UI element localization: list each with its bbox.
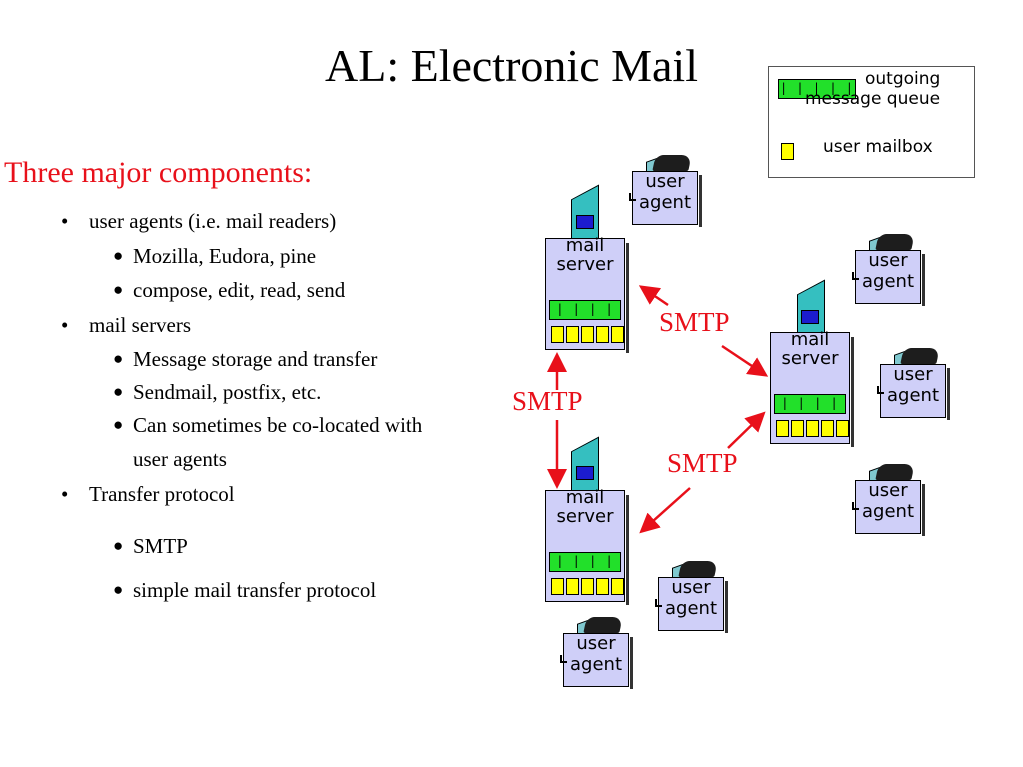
server-tower-slot-right (801, 310, 819, 324)
section-heading: Three major components: (4, 156, 313, 189)
user-mailboxes (551, 326, 627, 344)
bullet-smtp: ●SMTP (113, 534, 188, 558)
arrow-right-to-bottom-up (727, 411, 766, 449)
server-tower-slot-top (576, 215, 594, 229)
arrow-top-to-right-head (638, 285, 669, 307)
diagram-legend: | | | | | | | outgoing message queue use… (768, 66, 975, 178)
legend-mailbox-label: user mailbox (823, 137, 933, 157)
slide-title: AL: Electronic Mail (325, 40, 698, 91)
outgoing-queue: | | | | | | | (549, 300, 621, 320)
bullet-message-storage: ●Message storage and transfer (113, 347, 378, 371)
arrow-top-to-right-tail (721, 344, 769, 377)
outgoing-queue: | | | | | | | (774, 394, 846, 414)
bullet-simple-mail: ●simple mail transfer protocol (113, 578, 377, 602)
user-mailboxes (551, 578, 627, 596)
user-mailboxes (776, 420, 852, 438)
bullet-mozilla: ●Mozilla, Eudora, pine (113, 244, 317, 268)
legend-queue-label-2: message queue (805, 89, 941, 109)
bullet-co-located: ●Can sometimes be co-located with (113, 413, 423, 437)
bullet-compose: ●compose, edit, read, send (113, 278, 346, 302)
smtp-label-top: SMTP (659, 307, 730, 337)
smtp-label-bottom: SMTP (667, 448, 738, 478)
arrow-right-to-bottom-down (639, 487, 691, 534)
bullet-mail-servers: •mail servers (61, 313, 192, 337)
smtp-label-left: SMTP (512, 386, 583, 416)
server-tower-slot-bottom (576, 466, 594, 480)
legend-queue-icon: | | | | | | | (778, 79, 856, 99)
outgoing-queue: | | | | | | | (549, 552, 621, 572)
bullet-co-located-continuation: user agents (133, 447, 227, 471)
legend-queue-label-1: outgoing (865, 69, 941, 89)
bullet-transfer-protocol: •Transfer protocol (61, 482, 235, 506)
bullet-sendmail: ●Sendmail, postfix, etc. (113, 380, 322, 404)
legend-mailbox-icon (781, 143, 794, 160)
bullet-user-agents: •user agents (i.e. mail readers) (61, 209, 337, 233)
